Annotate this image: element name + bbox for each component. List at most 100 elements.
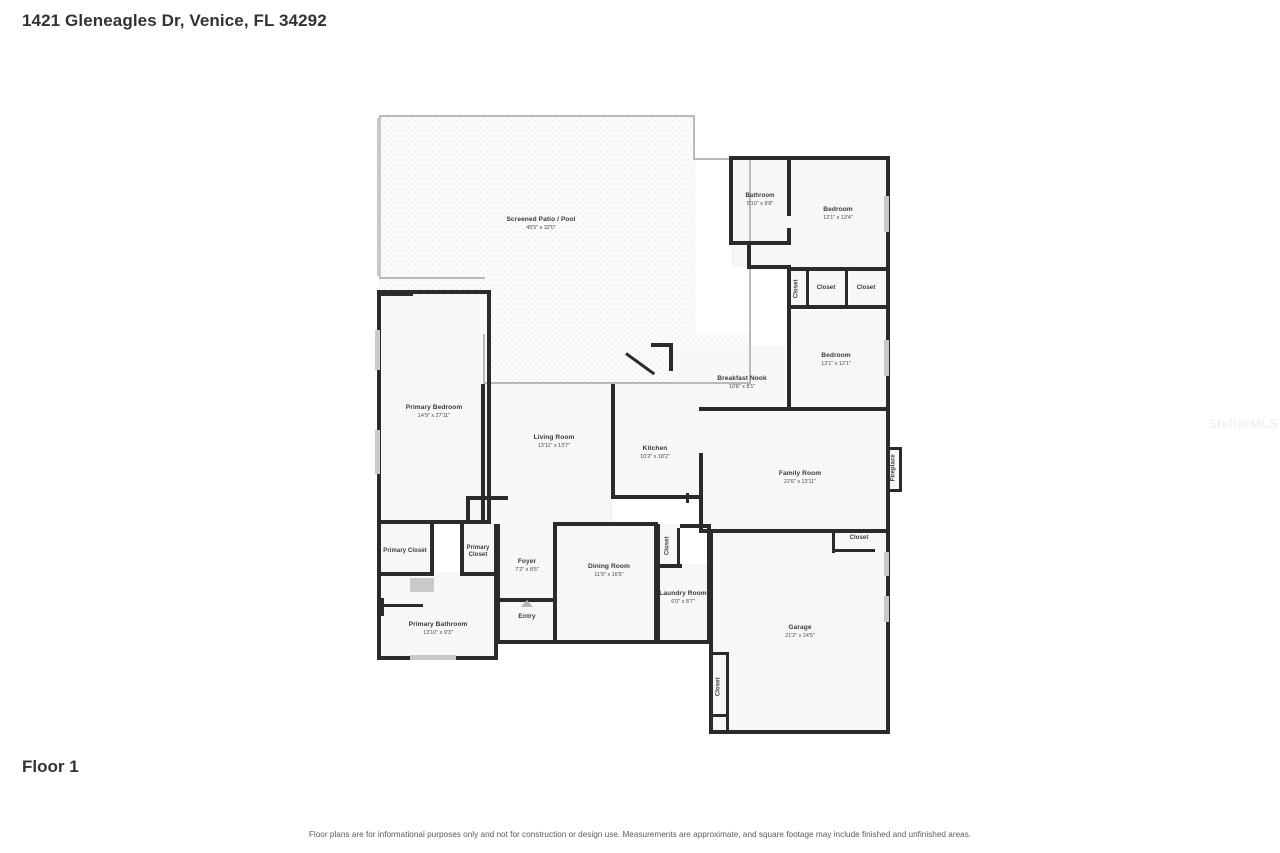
wall-garage-left-upper	[709, 529, 713, 650]
wall-garage-right	[886, 529, 890, 734]
wall-dining-top	[553, 522, 658, 526]
wall-gsidecloset-top	[713, 652, 729, 655]
wall-gsidecloset-right	[726, 652, 729, 734]
wall-family-top	[699, 407, 890, 411]
room-fill-kitchen	[613, 384, 701, 499]
wall-garage-left-lower	[709, 650, 713, 734]
wall-bathroom-bottom	[729, 241, 791, 245]
wall-bathroom-right	[787, 156, 791, 216]
wall-primary-bottom	[377, 520, 491, 524]
room-fill-bathroom	[731, 158, 789, 243]
room-fill-primary-closet-2	[462, 524, 498, 572]
wall-closet-band-top	[787, 267, 890, 271]
wall-living-right	[611, 384, 615, 499]
wall-primary-door-nook	[377, 290, 413, 296]
room-fill-bathroom-lower	[731, 243, 789, 267]
wall-kitchen-stub	[686, 493, 689, 503]
wall-primary-window-left-2	[375, 430, 380, 474]
wall-dining-bottom	[553, 640, 658, 644]
room-fill-garage-side-closet	[711, 650, 729, 734]
wall-pbath-fixture-1	[381, 598, 384, 616]
wall-pcloset1-bottom	[377, 572, 434, 576]
wall-pcloset1-right	[430, 524, 434, 576]
wall-kitchen-bottom	[611, 495, 701, 499]
wall-pbath-tub	[410, 578, 434, 592]
wall-primary-window-left-1	[375, 330, 380, 370]
wall-closet-divider-2	[806, 271, 809, 309]
wall-foyer-left	[496, 524, 500, 600]
wall-pbath-window	[410, 655, 456, 660]
wall-pbath-left	[377, 576, 381, 660]
wall-garage-closet-left	[832, 531, 835, 553]
wall-primary-right-upper	[487, 290, 491, 386]
wall-pcloset2-left	[460, 524, 464, 576]
wall-pcloset1-left	[377, 524, 381, 576]
wall-garage-bottom	[709, 730, 890, 734]
wall-laundry-closet-right	[677, 528, 680, 564]
wall-closet-band-bottom	[787, 305, 890, 309]
wall-pcloset2-bottom	[460, 572, 498, 576]
wall-nook-left	[669, 345, 673, 371]
wall-bedroom2-window-right	[884, 340, 889, 376]
wall-fireplace-bottom	[888, 489, 902, 492]
room-fill-closet-a	[789, 271, 808, 307]
room-fill-laundry-room	[658, 564, 711, 640]
room-fill-primary-closet-1	[379, 524, 434, 572]
wall-hall-bottom	[747, 265, 791, 269]
wall-patio-screen-left	[377, 118, 381, 276]
room-fill-living-room	[483, 384, 613, 524]
wall-fireplace-top	[888, 447, 902, 450]
wall-bedroom2-left	[787, 309, 791, 411]
wall-garage-closet-bottom	[832, 549, 875, 552]
wall-primary-left	[377, 290, 381, 522]
wall-laundry-closet-bottom	[656, 564, 682, 568]
room-fill-primary-bathroom	[379, 572, 498, 660]
page-title: 1421 Gleneagles Dr, Venice, FL 34292	[22, 11, 327, 30]
room-fill-bedroom-1	[789, 158, 888, 267]
wall-hall-left	[747, 245, 751, 269]
room-fill-primary-bedroom	[379, 290, 491, 522]
wall-foyer-right	[553, 524, 557, 644]
wall-entry-bottom	[496, 640, 557, 644]
room-fill-garage-closet	[834, 531, 888, 549]
wall-entry-left	[496, 598, 500, 642]
wall-primary-right-lower	[487, 386, 491, 522]
wall-garage-window-right	[884, 552, 889, 576]
wall-laundry-bottom	[656, 640, 711, 644]
wall-laundry-left	[656, 564, 660, 644]
wall-gsidecloset-door	[713, 714, 729, 717]
wall-family-right	[886, 407, 890, 533]
triangle-up-icon	[521, 600, 533, 607]
wall-garage-window-right2	[884, 596, 889, 622]
wall-laundry-top-right	[680, 524, 711, 528]
watermark: StellarMLS	[1208, 416, 1279, 431]
wall-patio-right-upper	[693, 115, 695, 160]
wall-patio-connector	[693, 158, 751, 160]
wall-bedroom1-window-right	[884, 196, 889, 232]
wall-patio-bottom	[483, 382, 751, 384]
footer-disclaimer: Floor plans are for informational purpos…	[308, 830, 972, 839]
wall-nook-top	[651, 343, 673, 347]
wall-closet-divider-4	[886, 267, 890, 309]
room-fill-laundry-closet	[658, 524, 680, 564]
floor-label: Floor 1	[22, 757, 79, 776]
wall-primary-top	[377, 290, 491, 294]
wall-living-bottom	[466, 496, 508, 500]
wall-bathroom-right-lower	[787, 228, 791, 245]
wall-family-left	[699, 453, 703, 533]
room-fill-family-room	[701, 409, 888, 531]
room-fill-closet-b	[810, 271, 847, 307]
wall-living-bottom2	[466, 496, 470, 524]
wall-patio-right-lower	[749, 160, 751, 384]
wall-bathroom-left	[729, 156, 733, 245]
room-fill-dining-room	[557, 524, 658, 640]
wall-patio-top	[379, 115, 695, 117]
wall-closet-divider-1	[787, 267, 791, 309]
room-fill-closet-c	[849, 271, 888, 307]
room-fill-garage	[711, 531, 888, 734]
wall-bedroom1-top	[729, 156, 890, 160]
wall-fireplace-right	[899, 447, 902, 492]
room-fill-foyer	[498, 524, 557, 600]
